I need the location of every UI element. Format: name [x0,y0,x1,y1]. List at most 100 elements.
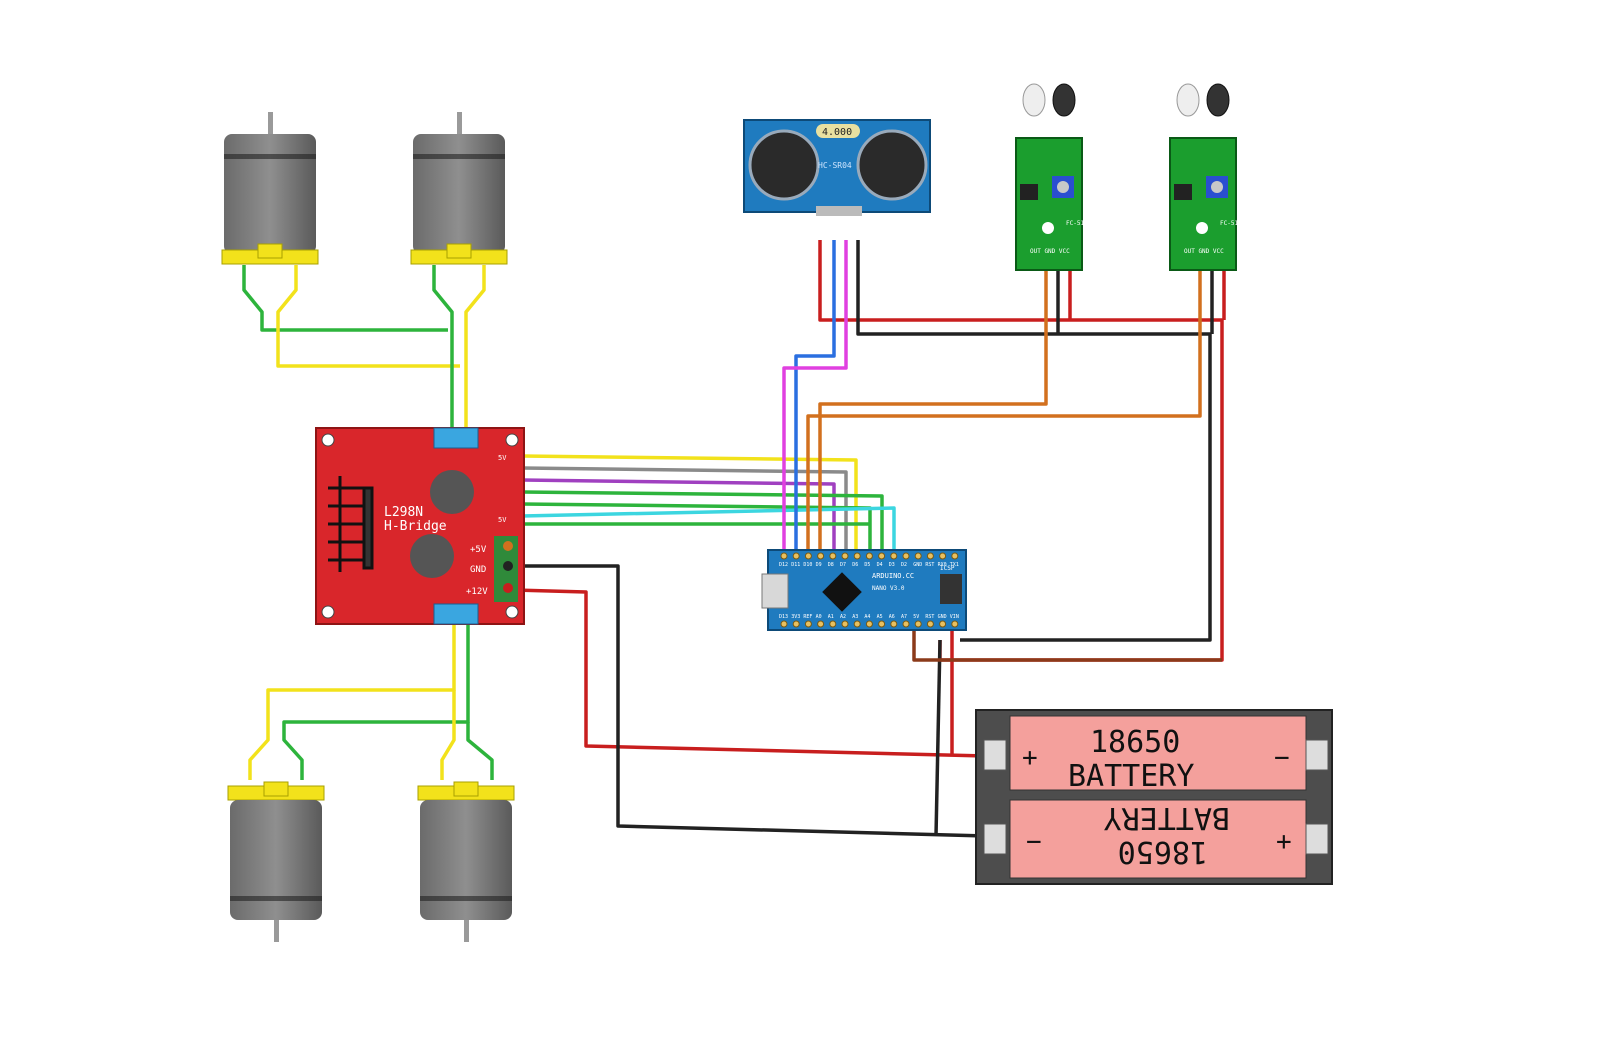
nano-bottom-pin-9 [890,620,898,628]
nano-top-pin-11 [914,552,922,560]
wire-nano-5v-brown [912,630,1222,662]
hbridge-label-5v: +5V [470,545,487,555]
wire-ir1-out-orange [818,270,1048,556]
nano-top-pin-3 [817,552,825,560]
nano-top-pin-label-8: D4 [877,562,883,568]
wire-in5-cyan [521,506,896,556]
wire-us-echo-magenta [782,240,848,556]
nano-bottom-pin-label-7: A4 [864,614,870,620]
hbridge-label-enb: 5V [498,516,507,524]
nano-bottom-pin-1 [792,620,800,628]
nano-bottom-pin-6 [853,620,861,628]
ir-sensor-1-pins: OUT GND VCC [1030,248,1070,255]
nano-top-pin-label-13: RX0 [938,562,947,568]
wire-12v-red [513,588,987,758]
nano-top-pin-7 [865,552,873,560]
wire-ir2-out-orange [806,270,1202,556]
nano-bottom-pin-label-8: A5 [877,614,883,620]
ir-sensor-1-model: FC-51 [1066,220,1084,227]
nano-bottom-pin-label-0: D13 [779,614,788,620]
nano-top-pin-label-11: GND [913,562,922,568]
wire-us-gnd-black [856,240,1212,642]
nano-bottom-pin-5 [841,620,849,628]
nano-top-pin-0 [780,552,788,560]
battery-1-right-sign: − [1274,743,1290,773]
heatsink [328,476,374,572]
nano-top-pin-12 [926,552,934,560]
battery-2: 18650 BATTERY − + [983,799,1329,879]
nano-top-pin-label-4: D8 [828,562,834,568]
wire-us-trig-blue [794,240,836,556]
nano-bottom-pin-label-9: A6 [889,614,895,620]
nano-top-pin-label-7: D5 [864,562,870,568]
nano-top-pin-label-14: TX1 [950,562,959,568]
nano-top-pin-label-12: RST [925,562,934,568]
nano-top-pin-4 [829,552,837,560]
nano-bottom-pin-label-4: A1 [828,614,834,620]
nano-top-pin-label-0: D12 [779,562,788,568]
battery-1-left-sign: + [1022,743,1038,773]
nano-top-pin-label-6: D6 [852,562,858,568]
nano-top-pin-2 [804,552,812,560]
nano-top-pin-6 [853,552,861,560]
nano-top-pin-14 [951,552,959,560]
motor-bottom-right [417,781,515,942]
nano-bottom-pin-13 [939,620,947,628]
wire-motor1-yellow [276,265,460,368]
nano-bottom-pin-label-5: A2 [840,614,846,620]
wire-gnd-black [514,564,987,838]
nano-bottom-pin-4 [829,620,837,628]
wire-motor3-green [282,620,470,780]
ultrasonic-model: HC-SR04 [818,161,852,170]
nano-bottom-pin-12 [926,620,934,628]
nano-top-pin-9 [890,552,898,560]
nano-top-pin-label-10: D2 [901,562,907,568]
nano-bottom-pin-11 [914,620,922,628]
battery-2-right-sign: + [1276,827,1292,857]
nano-bottom-pin-0 [780,620,788,628]
wire-in2-purple [521,478,836,556]
nano-bottom-pin-label-11: 5V [913,614,919,620]
battery-2-left-sign: − [1026,827,1042,857]
nano-top-pin-10 [902,552,910,560]
nano-top-pin-8 [878,552,886,560]
nano-top-pin-13 [939,552,947,560]
battery-holder: 18650 BATTERY + − 18650 BATTERY − + [975,709,1333,885]
wire-motor4-yellow [440,690,456,780]
motor-top-left [221,112,319,265]
hbridge-board: L298N H-Bridge +5V GND +12V 5V 5V [315,427,525,625]
wire-nano-gnd-black [934,639,942,837]
nano-bottom-pin-3 [817,620,825,628]
nano-bottom-pin-label-10: A7 [901,614,907,620]
battery-1-line2: BATTERY [1068,759,1194,794]
hbridge-title-2: H-Bridge [384,519,447,534]
nano-bottom-pin-label-1: 3V3 [791,614,800,620]
nano-top-pin-label-2: D10 [803,562,812,568]
wire-motor3-yellow [248,620,456,780]
ir-sensor-2-model: FC-51 [1220,220,1238,227]
hbridge-title-1: L298N [384,505,423,520]
nano-icsp: ICSP [940,565,955,572]
nano-bottom-pin-label-2: REF [803,614,812,620]
nano-bottom-pin-label-6: A3 [852,614,858,620]
hbridge-label-ena: 5V [498,454,507,462]
wire-motor2-green [432,265,454,440]
nano-top-pin-label-5: D7 [840,562,846,568]
nano-top-pin-label-9: D3 [889,562,895,568]
hbridge-label-gnd: GND [470,565,486,575]
hbridge-label-12v: +12V [466,587,488,597]
motor-top-right [410,112,508,265]
nano-bottom-pin-10 [902,620,910,628]
nano-bottom-pin-label-3: A0 [816,614,822,620]
wire-motor2-yellow [464,265,486,440]
nano-bottom-pin-7 [865,620,873,628]
motor-bottom-left [227,781,325,942]
wire-motor1-green [242,265,448,332]
nano-bottom-pin-14 [951,620,959,628]
battery-1-line1: 18650 [1090,725,1180,760]
ultrasonic-sensor: 4.000 HC-SR04 [743,119,931,216]
